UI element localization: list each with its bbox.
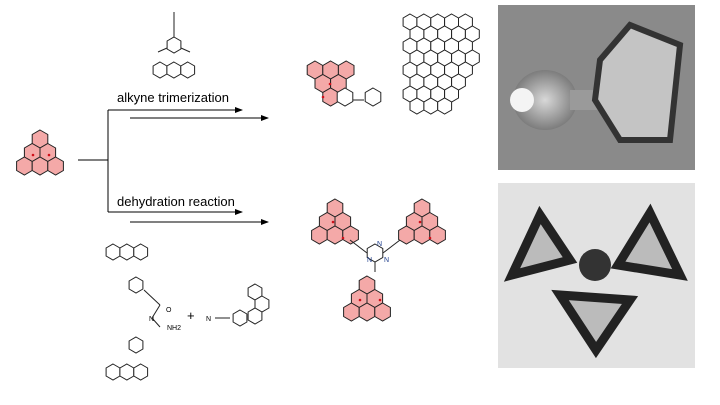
bond xyxy=(143,289,161,306)
benzene-ring xyxy=(166,36,182,54)
anthracene-ring xyxy=(105,243,121,261)
triazine-n1: N xyxy=(377,241,382,248)
bond xyxy=(382,239,401,254)
triangulene-ring xyxy=(311,225,328,245)
anthracene-ring xyxy=(119,243,135,261)
radical-dot xyxy=(331,220,335,224)
triangulene-ring xyxy=(16,156,33,176)
benzene-ring xyxy=(128,276,144,294)
bond xyxy=(157,47,168,53)
triangulene-ring xyxy=(342,225,359,245)
afm-image-bottom xyxy=(498,183,695,368)
radical-dot xyxy=(341,236,345,240)
triangulene-ring xyxy=(31,156,49,176)
bond xyxy=(151,304,161,319)
radical-dot xyxy=(31,153,35,157)
amide-oxygen: O xyxy=(166,307,172,314)
triangulene-ring xyxy=(322,87,339,107)
radical-dot xyxy=(378,298,382,302)
benzene-ring xyxy=(232,309,248,327)
triangulene-ring xyxy=(47,156,64,176)
triangulene-ring xyxy=(343,302,360,322)
radical-dot xyxy=(358,298,362,302)
radical-dot xyxy=(47,153,51,157)
nanographene-ring xyxy=(437,97,453,115)
nanographene-ring xyxy=(409,97,425,115)
radical-dot xyxy=(328,82,332,86)
afm-image-top xyxy=(498,5,695,170)
radical-dot xyxy=(321,95,325,99)
anthracene-ring xyxy=(166,61,182,79)
benzene-ring xyxy=(128,336,144,354)
bond xyxy=(151,317,161,328)
radical-dot xyxy=(428,236,432,240)
triangulene-ring xyxy=(374,302,391,322)
nanographene-ring xyxy=(423,97,439,115)
anthracene-ring xyxy=(133,363,149,381)
triangulene-ring xyxy=(398,225,415,245)
triangulene-ring xyxy=(326,225,344,245)
triangulene-ring xyxy=(413,225,431,245)
triangulene-ring xyxy=(429,225,446,245)
dehydration-reaction-label: dehydration reaction xyxy=(117,194,235,209)
molecules xyxy=(16,12,480,381)
triazine-n3: N xyxy=(384,257,389,264)
anthracene-ring xyxy=(105,363,121,381)
nitrile-nitrogen: N xyxy=(206,316,211,323)
triangulene-ring xyxy=(358,302,376,322)
bond xyxy=(349,239,368,254)
benzene-ring xyxy=(364,87,382,107)
benzene-ring xyxy=(336,87,354,107)
anthracene-ring xyxy=(152,61,168,79)
plus-sign: + xyxy=(187,308,195,323)
reaction-branches xyxy=(78,107,269,225)
anthracene-ring xyxy=(247,307,263,325)
anthracene-ring xyxy=(119,363,135,381)
amide-nh2: NH2 xyxy=(167,325,181,332)
radical-dot xyxy=(418,220,422,224)
anthracene-ring xyxy=(133,243,149,261)
alkyne-trimerization-label: alkyne trimerization xyxy=(117,90,229,105)
triazine-n2: N xyxy=(367,257,372,264)
amide-nitrogen: N xyxy=(149,316,154,323)
bond xyxy=(180,47,191,53)
anthracene-ring xyxy=(180,61,196,79)
